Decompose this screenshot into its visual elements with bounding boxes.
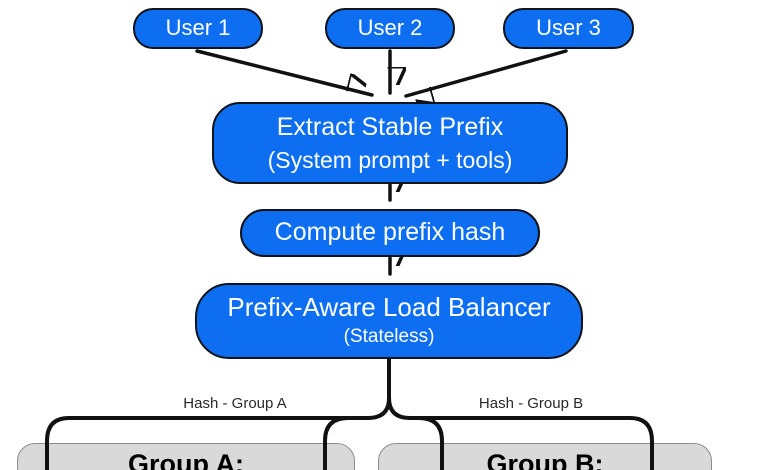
arrow-user3-to-extract [404,49,568,96]
group-a-label: Group A: [128,449,244,470]
branch-label-hash-group-b: Hash - Group B [478,395,584,412]
node-compute-prefix-hash: Compute prefix hash [240,209,540,257]
node-user-3: User 3 [503,8,634,49]
balancer-title: Prefix-Aware Load Balancer [227,292,551,323]
balancer-subtitle: (Stateless) [343,326,435,348]
node-user-1-label: User 1 [165,15,231,41]
node-user-3-label: User 3 [536,15,601,41]
arrow-user1-to-extract [195,49,374,97]
extract-title: Extract Stable Prefix [276,112,504,141]
node-user-1: User 1 [133,8,263,49]
node-extract-stable-prefix: Extract Stable Prefix (System prompt + t… [212,102,568,184]
group-b-label: Group B: [486,449,604,470]
compute-label: Compute prefix hash [274,218,506,247]
branch-label-hash-group-a: Hash - Group A [183,395,287,412]
node-load-balancer: Prefix-Aware Load Balancer (Stateless) [195,283,583,359]
extract-subtitle: (System prompt + tools) [267,146,513,173]
node-user-2: User 2 [325,8,455,49]
node-user-2-label: User 2 [357,15,423,41]
